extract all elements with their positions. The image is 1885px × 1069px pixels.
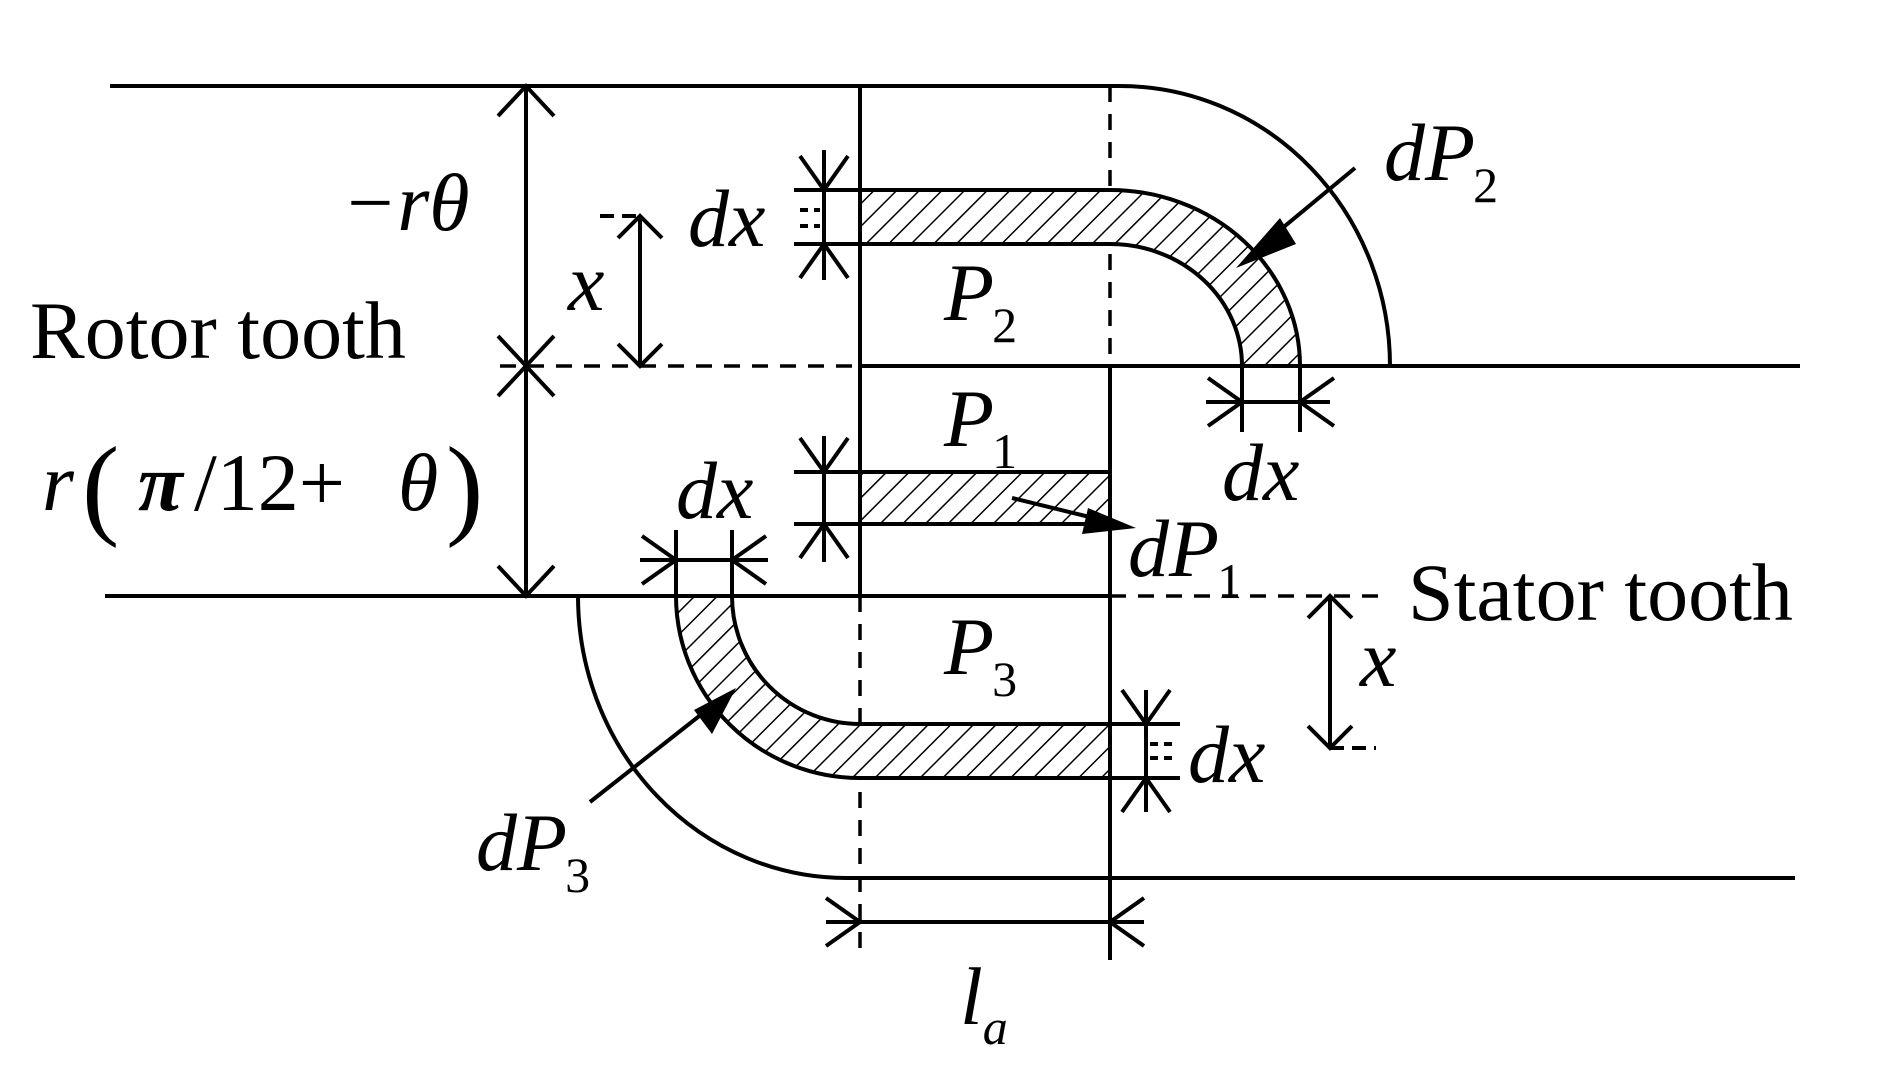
dx-top-label: dx: [688, 173, 765, 264]
arrow-dP2: [1236, 166, 1357, 268]
r-symbol: r: [42, 437, 75, 528]
dim-dx-rotor-arc: [1206, 366, 1336, 432]
dx-mid-label: dx: [676, 445, 753, 536]
frac-part: /12+: [194, 437, 345, 528]
P1-label: P1: [943, 373, 1017, 479]
paren-close: ): [446, 425, 483, 549]
dim-dx-stator-arc: [640, 530, 768, 596]
r-pi-12-theta-label: r ( π /12+ θ ): [42, 425, 483, 549]
la-label: la: [960, 951, 1008, 1055]
dim-dx-top: [794, 150, 860, 280]
rotor-tooth-label: Rotor tooth: [30, 285, 406, 376]
dim-x-lower: [1306, 593, 1376, 751]
dP1-label: dP1: [1128, 503, 1242, 609]
dP2-label: dP2: [1384, 107, 1498, 213]
minus-r-theta-label: −rθ: [342, 157, 470, 248]
P2-label: P2: [943, 247, 1017, 353]
dim-la: [824, 896, 1146, 948]
dx-bottom-label: dx: [1188, 709, 1265, 800]
flux-tube-dP1: [858, 470, 1112, 526]
dx-rotor-arc-label: dx: [1222, 427, 1299, 518]
paren-open: (: [82, 425, 119, 549]
dP3-label: dP3: [476, 797, 590, 903]
stator-tooth-outline: [105, 594, 1795, 880]
flux-tube-dP2: [858, 188, 1303, 368]
P3-label: P3: [943, 601, 1017, 707]
dim-dx-bottom: [1110, 688, 1180, 814]
pi-symbol: π: [138, 437, 185, 528]
arrow-dP3: [588, 688, 736, 804]
x-lower-label: x: [1359, 613, 1396, 704]
theta-symbol: θ: [398, 437, 438, 528]
stator-tooth-label: Stator tooth: [1408, 547, 1793, 638]
arrow-dP1: [1011, 496, 1136, 534]
dim-minus-r-theta: [496, 83, 556, 599]
flux-tube-dP3: [673, 594, 1112, 780]
x-upper-label: x: [567, 237, 604, 328]
dim-dx-mid: [794, 436, 860, 562]
dim-x-upper: [600, 213, 664, 369]
rotor-tooth-outline: [110, 84, 1800, 368]
